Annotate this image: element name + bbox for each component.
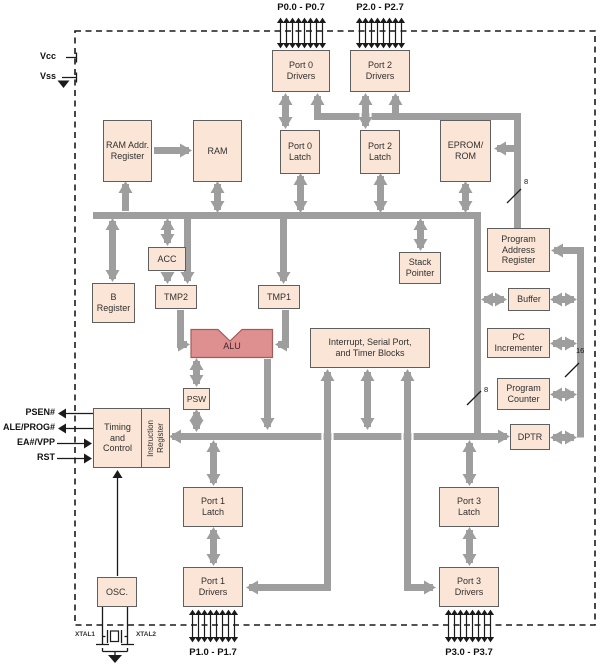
port1-pins-label: P1.0 - P1.7 — [189, 647, 237, 658]
block-port2-latch: Port 2 Latch — [360, 130, 400, 174]
bus-width-8-top: 8 — [524, 177, 529, 186]
block-timing-control-group: Timing and Control Instruction Register — [93, 408, 170, 468]
block-b-register: B Register — [92, 283, 135, 323]
block-instruction-register: Instruction Register — [141, 409, 169, 467]
crystal-symbol — [109, 630, 120, 643]
bus-width-8-mid: 8 — [484, 385, 489, 394]
block-interrupt-serial-timer: Interrupt, Serial Port, and Timer Blocks — [310, 328, 430, 368]
port2-pins-label: P2.0 - P2.7 — [356, 2, 404, 13]
ale-prog-label: ALE/PROG# — [2, 422, 55, 432]
block-eprom-rom: EPROM/ ROM — [440, 120, 491, 182]
bus-width-16: 16 — [576, 346, 585, 355]
block-buffer: Buffer — [508, 288, 550, 311]
block-tmp2: TMP2 — [155, 285, 197, 309]
xtal2-label: XTAL2 — [135, 631, 157, 638]
vss-ground-symbol — [57, 80, 70, 88]
block-stack-pointer: Stack Pointer — [399, 252, 441, 284]
vss-label: Vss — [39, 71, 56, 81]
block-port0-drivers: Port 0 Drivers — [272, 50, 330, 92]
block-dptr: DPTR — [510, 424, 550, 450]
block-ram-addr-register: RAM Addr. Register — [103, 120, 152, 182]
block-program-address-register: Program Address Register — [487, 228, 550, 272]
block-ram: RAM — [193, 120, 242, 182]
block-pc-incrementer: PC Incrementer — [487, 328, 550, 358]
block-port2-drivers: Port 2 Drivers — [350, 50, 410, 92]
xtal-ground-symbol — [108, 655, 122, 663]
block-port3-drivers: Port 3 Drivers — [439, 567, 499, 607]
block-acc: ACC — [148, 247, 186, 271]
port3-pins-label: P3.0 - P3.7 — [445, 647, 493, 658]
block-alu: ALU — [223, 341, 241, 351]
block-timing-control: Timing and Control — [102, 421, 132, 454]
block-port1-drivers: Port 1 Drivers — [183, 567, 243, 607]
block-tmp1: TMP1 — [258, 285, 300, 309]
ea-vpp-label: EA#/VPP — [16, 437, 55, 447]
block-osc: OSC. — [97, 577, 137, 607]
vcc-label: Vcc — [39, 51, 56, 61]
block-alu-shape — [190, 328, 274, 359]
xtal1-label: XTAL1 — [74, 631, 96, 638]
psen-label: PSEN# — [25, 407, 55, 417]
instruction-register-label: Instruction Register — [145, 419, 165, 457]
block-port1-latch: Port 1 Latch — [183, 487, 243, 527]
block-port3-latch: Port 3 Latch — [439, 487, 499, 527]
port0-pins-label: P0.0 - P0.7 — [277, 2, 325, 13]
rst-label: RST — [37, 452, 55, 462]
block-program-counter: Program Counter — [497, 378, 550, 410]
block-psw: PSW — [183, 388, 210, 410]
block-port0-latch: Port 0 Latch — [280, 130, 320, 174]
